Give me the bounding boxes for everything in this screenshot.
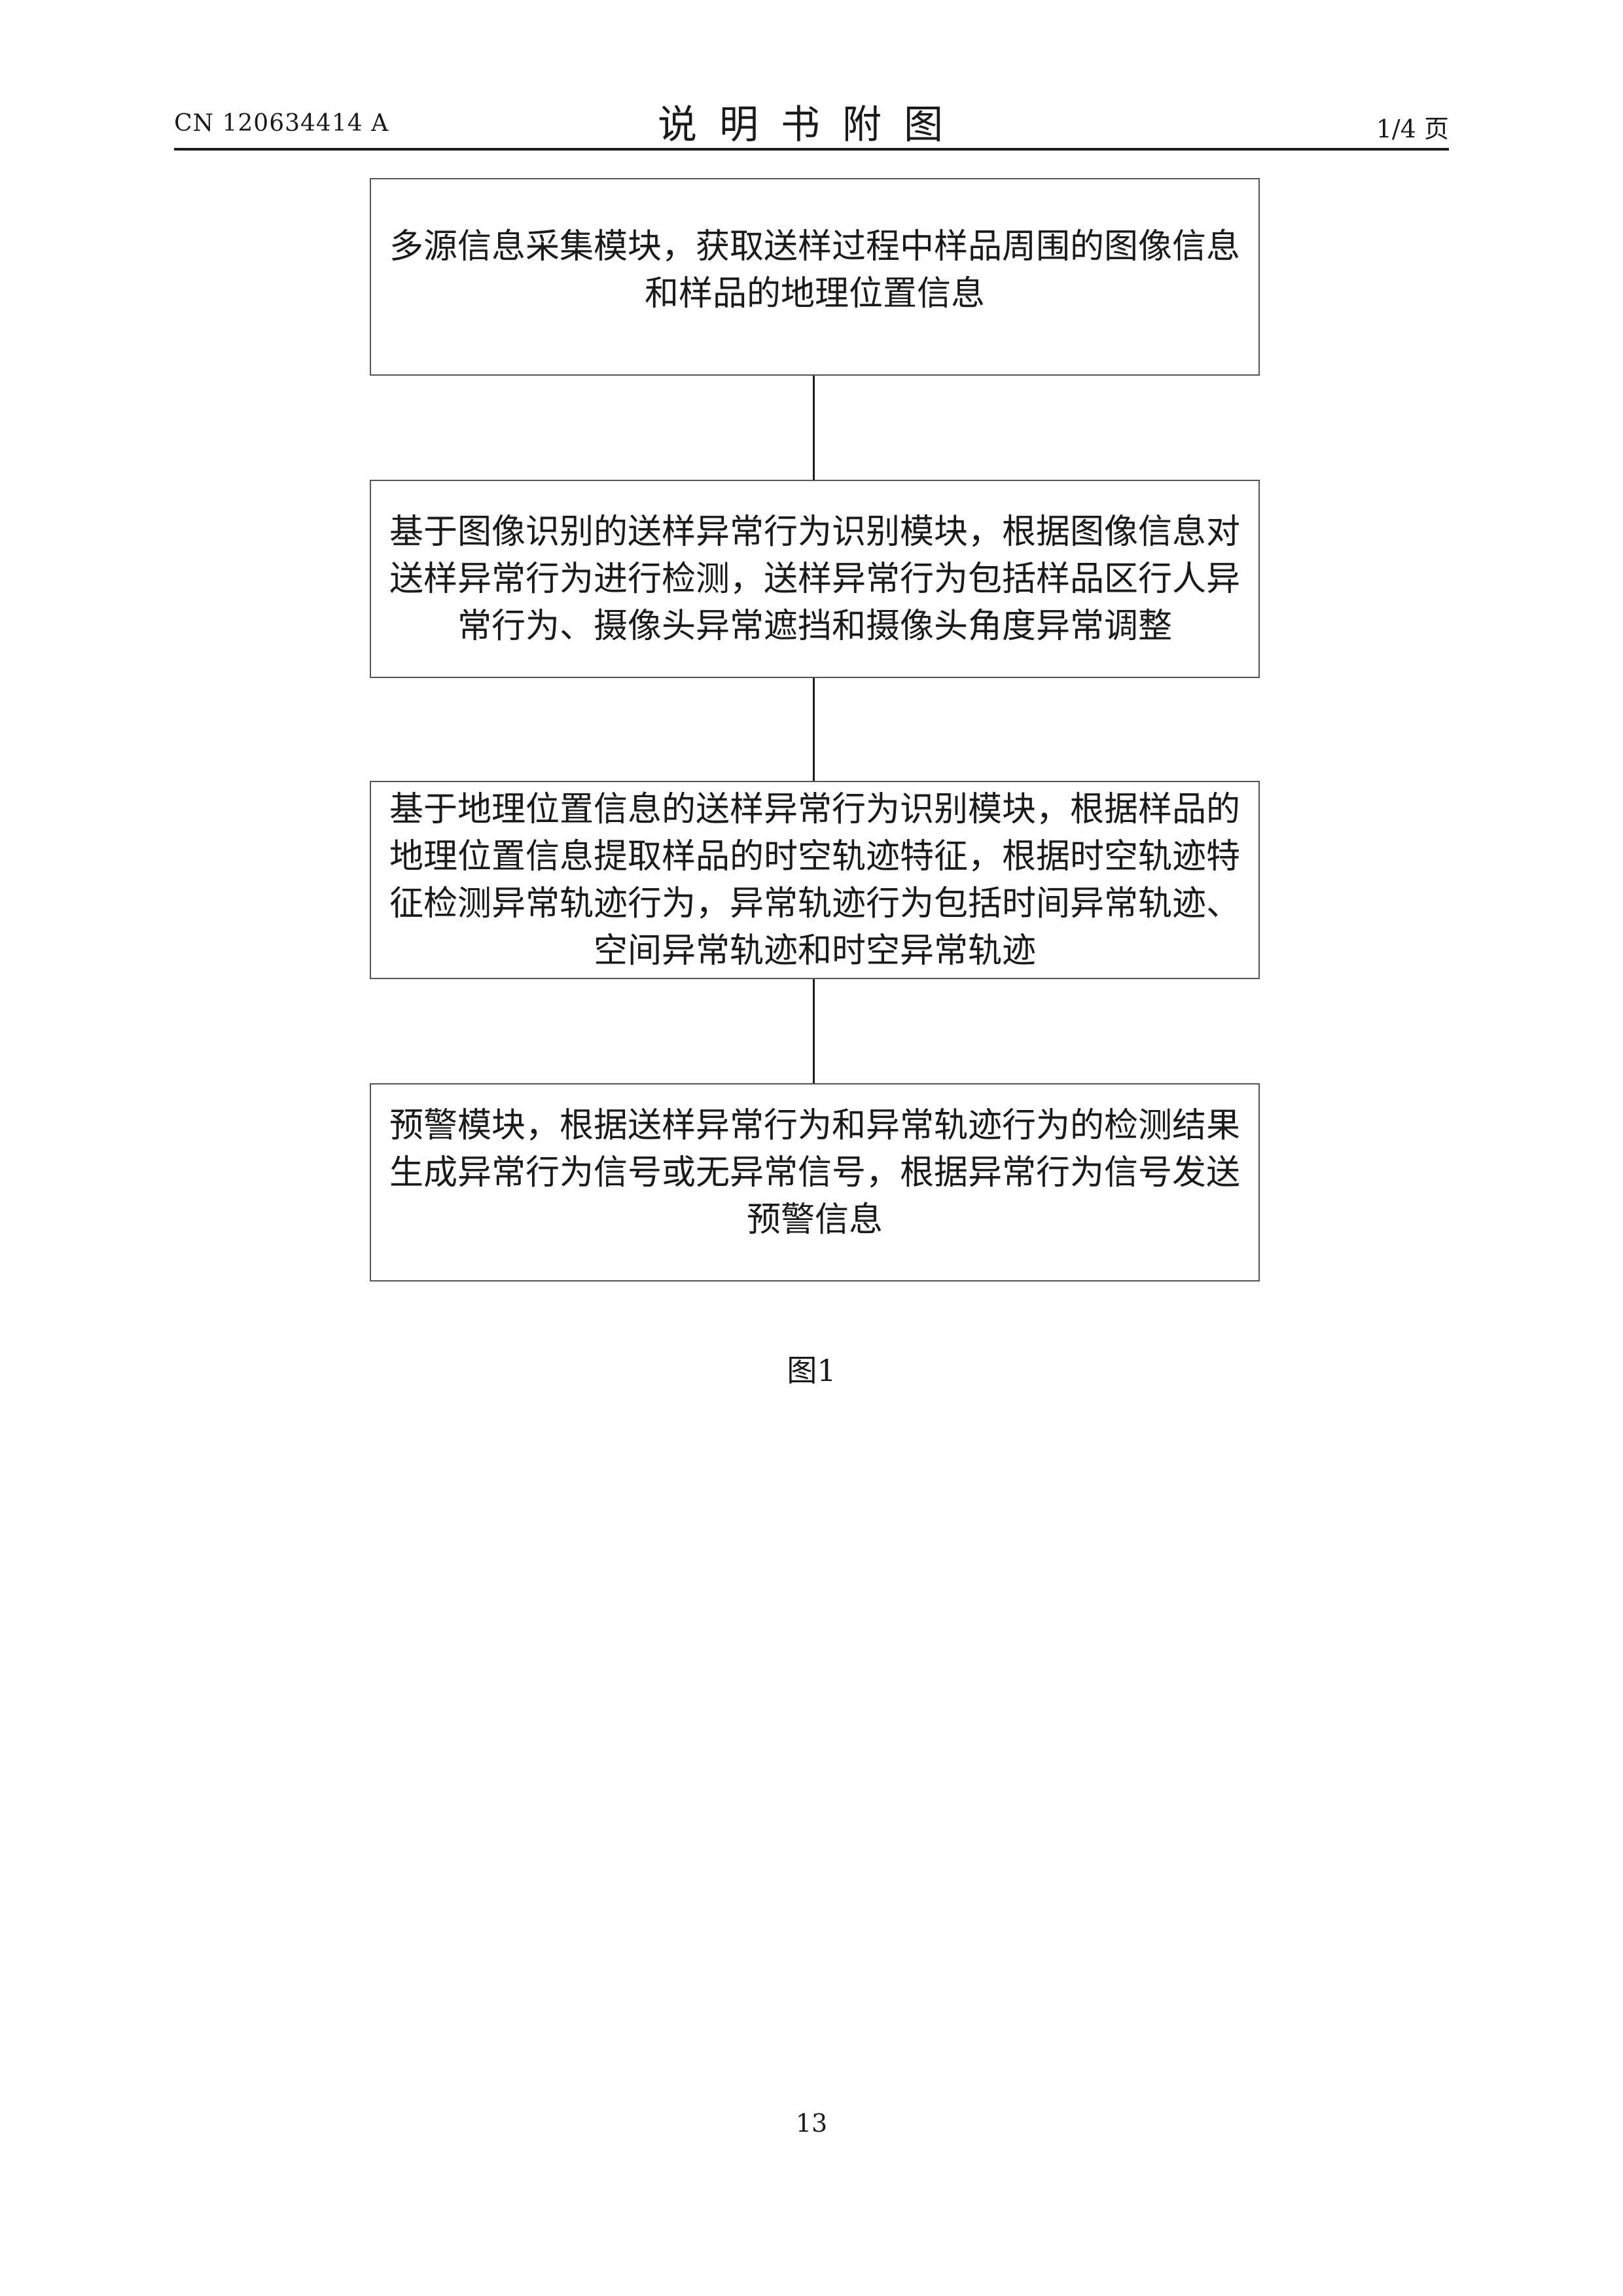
flow-box-early-warning: 预警模块，根据送样异常行为和异常轨迹行为的检测结果生成异常行为信号或无异常信号，… bbox=[370, 1083, 1260, 1282]
flow-box-text: 基于地理位置信息的送样异常行为识别模块，根据样品的地理位置信息提取样品的时空轨迹… bbox=[378, 786, 1252, 975]
flow-box-text: 多源信息采集模块，获取送样过程中样品周围的图像信息和样品的地理位置信息 bbox=[378, 223, 1252, 317]
flow-connector-line bbox=[813, 678, 815, 781]
flow-box-image-recognition: 基于图像识别的送样异常行为识别模块，根据图像信息对送样异常行为进行检测，送样异常… bbox=[370, 480, 1260, 678]
flow-box-multisource-collection: 多源信息采集模块，获取送样过程中样品周围的图像信息和样品的地理位置信息 bbox=[370, 178, 1260, 376]
page-count: 1/4 页 bbox=[1376, 109, 1449, 145]
header-divider bbox=[174, 148, 1449, 151]
flow-connector-line bbox=[813, 979, 815, 1083]
flow-box-text: 基于图像识别的送样异常行为识别模块，根据图像信息对送样异常行为进行检测，送样异常… bbox=[378, 509, 1252, 650]
flow-box-text: 预警模块，根据送样异常行为和异常轨迹行为的检测结果生成异常行为信号或无异常信号，… bbox=[378, 1102, 1252, 1244]
flow-box-geolocation-recognition: 基于地理位置信息的送样异常行为识别模块，根据样品的地理位置信息提取样品的时空轨迹… bbox=[370, 781, 1260, 979]
figure-caption: 图1 bbox=[0, 1347, 1623, 1390]
page-number: 13 bbox=[0, 2109, 1623, 2138]
flow-connector-line bbox=[813, 376, 815, 480]
